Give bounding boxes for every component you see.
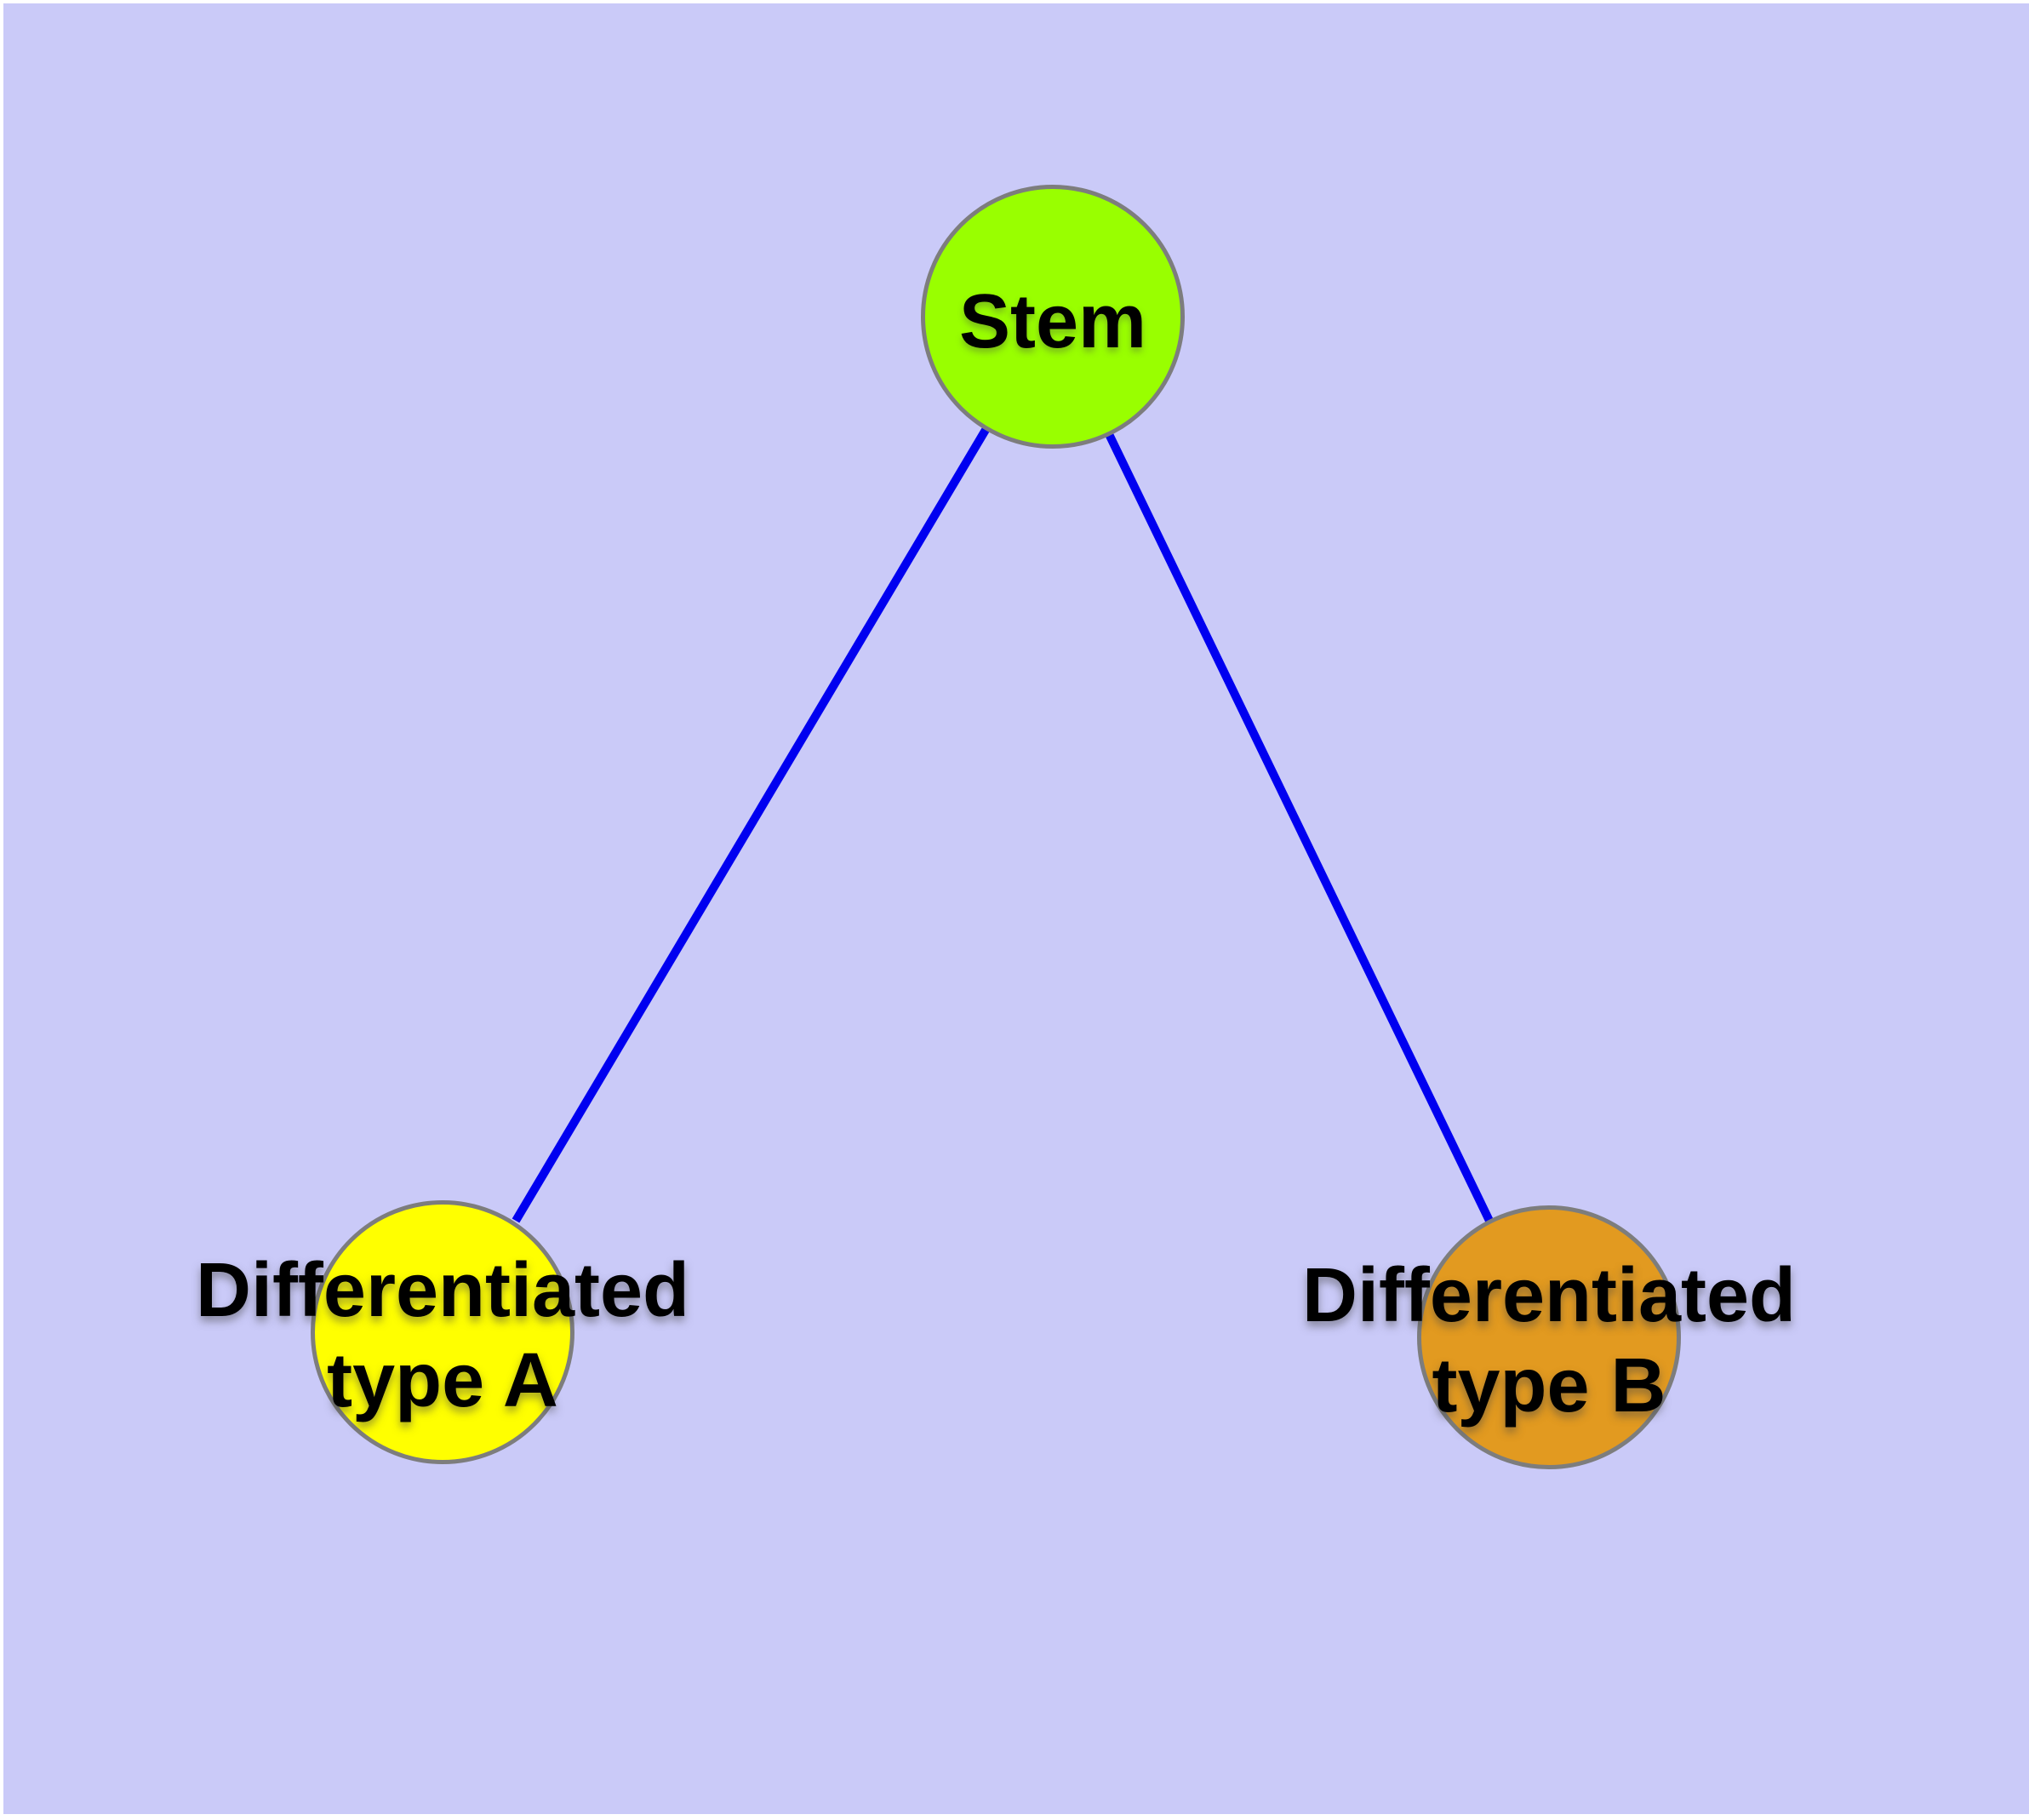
edge-stem-to-type-b	[1104, 430, 1494, 1223]
node-stem[interactable]: Stem	[921, 185, 1185, 449]
page-margin-left	[0, 0, 3, 1820]
node-differentiated-type-b[interactable]	[1417, 1205, 1681, 1469]
edge-stem-to-type-a	[512, 427, 990, 1223]
page-margin-bottom	[0, 1814, 2029, 1820]
node-stem-label: Stem	[958, 278, 1147, 364]
node-differentiated-type-a[interactable]	[311, 1200, 574, 1464]
page-margin-top	[0, 0, 2029, 3]
